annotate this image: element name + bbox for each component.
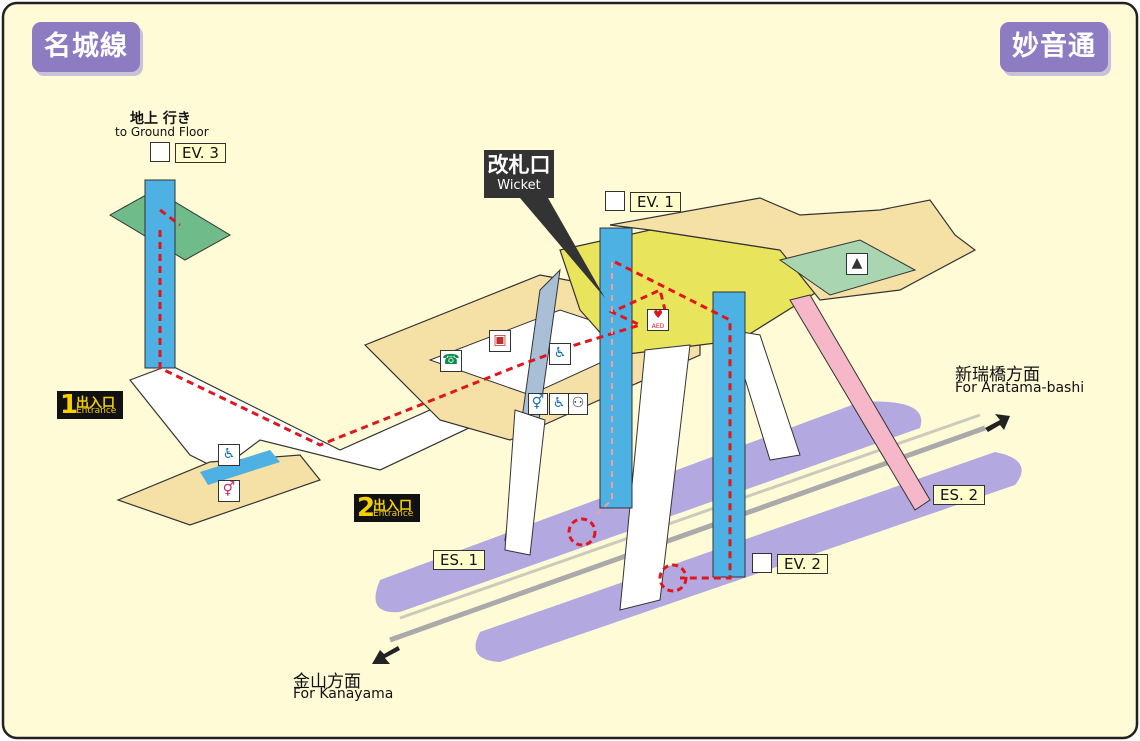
wheelchair-icon: ♿ xyxy=(218,444,240,466)
line-badge-myoondori: 妙音通 xyxy=(1000,22,1108,72)
accessible-route-ev1 xyxy=(594,262,613,516)
platform-lower xyxy=(475,452,1022,662)
aed-label: AED xyxy=(651,323,665,330)
wheelchair-icon: ♿ xyxy=(549,343,571,365)
ev2-label: EV. 2 xyxy=(777,554,828,574)
elevator-icon xyxy=(150,142,170,162)
baby-care-icon: ⚇ xyxy=(568,393,588,415)
elevator-shaft-ev1 xyxy=(599,227,633,509)
entrance-2-en: Entrance xyxy=(373,509,414,519)
restroom-icon: ⚥ xyxy=(528,393,548,415)
es2-label: ES. 2 xyxy=(933,485,986,505)
wicket-pointer xyxy=(520,198,605,298)
entrance-1-label: 1 出入口 Entrance xyxy=(57,390,123,420)
station-office-icon: ▲ xyxy=(846,253,868,275)
entrance-1-en: Entrance xyxy=(76,406,117,416)
ev1-label: EV. 1 xyxy=(630,192,681,212)
entrance-2-label: 2 出入口 Entrance xyxy=(354,493,420,523)
direction-left-jp: 金山方面 xyxy=(293,672,361,692)
arrow-right xyxy=(985,414,1010,432)
escalator-es2 xyxy=(789,294,931,511)
direction-right-en: For Aratama-bashi xyxy=(955,380,1085,396)
direction-right-jp: 新瑞橋方面 xyxy=(955,365,1040,385)
elevator-icon xyxy=(605,191,625,211)
line-badge-meijo: 名城線 xyxy=(32,22,140,72)
direction-left-en: For Kanayama xyxy=(293,686,394,702)
aed-icon: ♥AED xyxy=(647,309,669,331)
entrance-2-number: 2 xyxy=(357,493,376,523)
accessible-route xyxy=(158,208,732,580)
lower-concourse-accent xyxy=(200,450,280,485)
restroom-icon: ⚥ xyxy=(218,480,240,502)
route-marker-ev1 xyxy=(567,517,597,547)
ground-label-en: to Ground Floor xyxy=(115,125,209,139)
elevator-icon xyxy=(752,553,772,573)
es1-label: ES. 1 xyxy=(433,550,486,570)
stairs-right xyxy=(729,329,801,461)
rail-a xyxy=(389,425,986,643)
phone-icon: ☎ xyxy=(440,350,462,372)
arrow-left xyxy=(372,646,400,664)
wicket-label: 改札口 Wicket xyxy=(484,150,554,198)
ticket-machine-icon: ▣ xyxy=(489,330,511,352)
entrance-1-number: 1 xyxy=(60,390,79,420)
wicket-jp: 改札口 xyxy=(487,153,551,177)
entrance-2-jp: 出入口 xyxy=(373,499,413,514)
stairs-left xyxy=(504,409,546,556)
entrance-1-jp: 出入口 xyxy=(76,396,116,411)
stairs-center xyxy=(619,344,691,611)
route-marker-ev2 xyxy=(658,563,688,593)
ev3-label: EV. 3 xyxy=(175,143,226,163)
wicket-en: Wicket xyxy=(497,178,541,193)
wheelchair-icon: ♿ xyxy=(549,393,569,415)
ground-label-jp: 地上 行き xyxy=(130,111,191,127)
